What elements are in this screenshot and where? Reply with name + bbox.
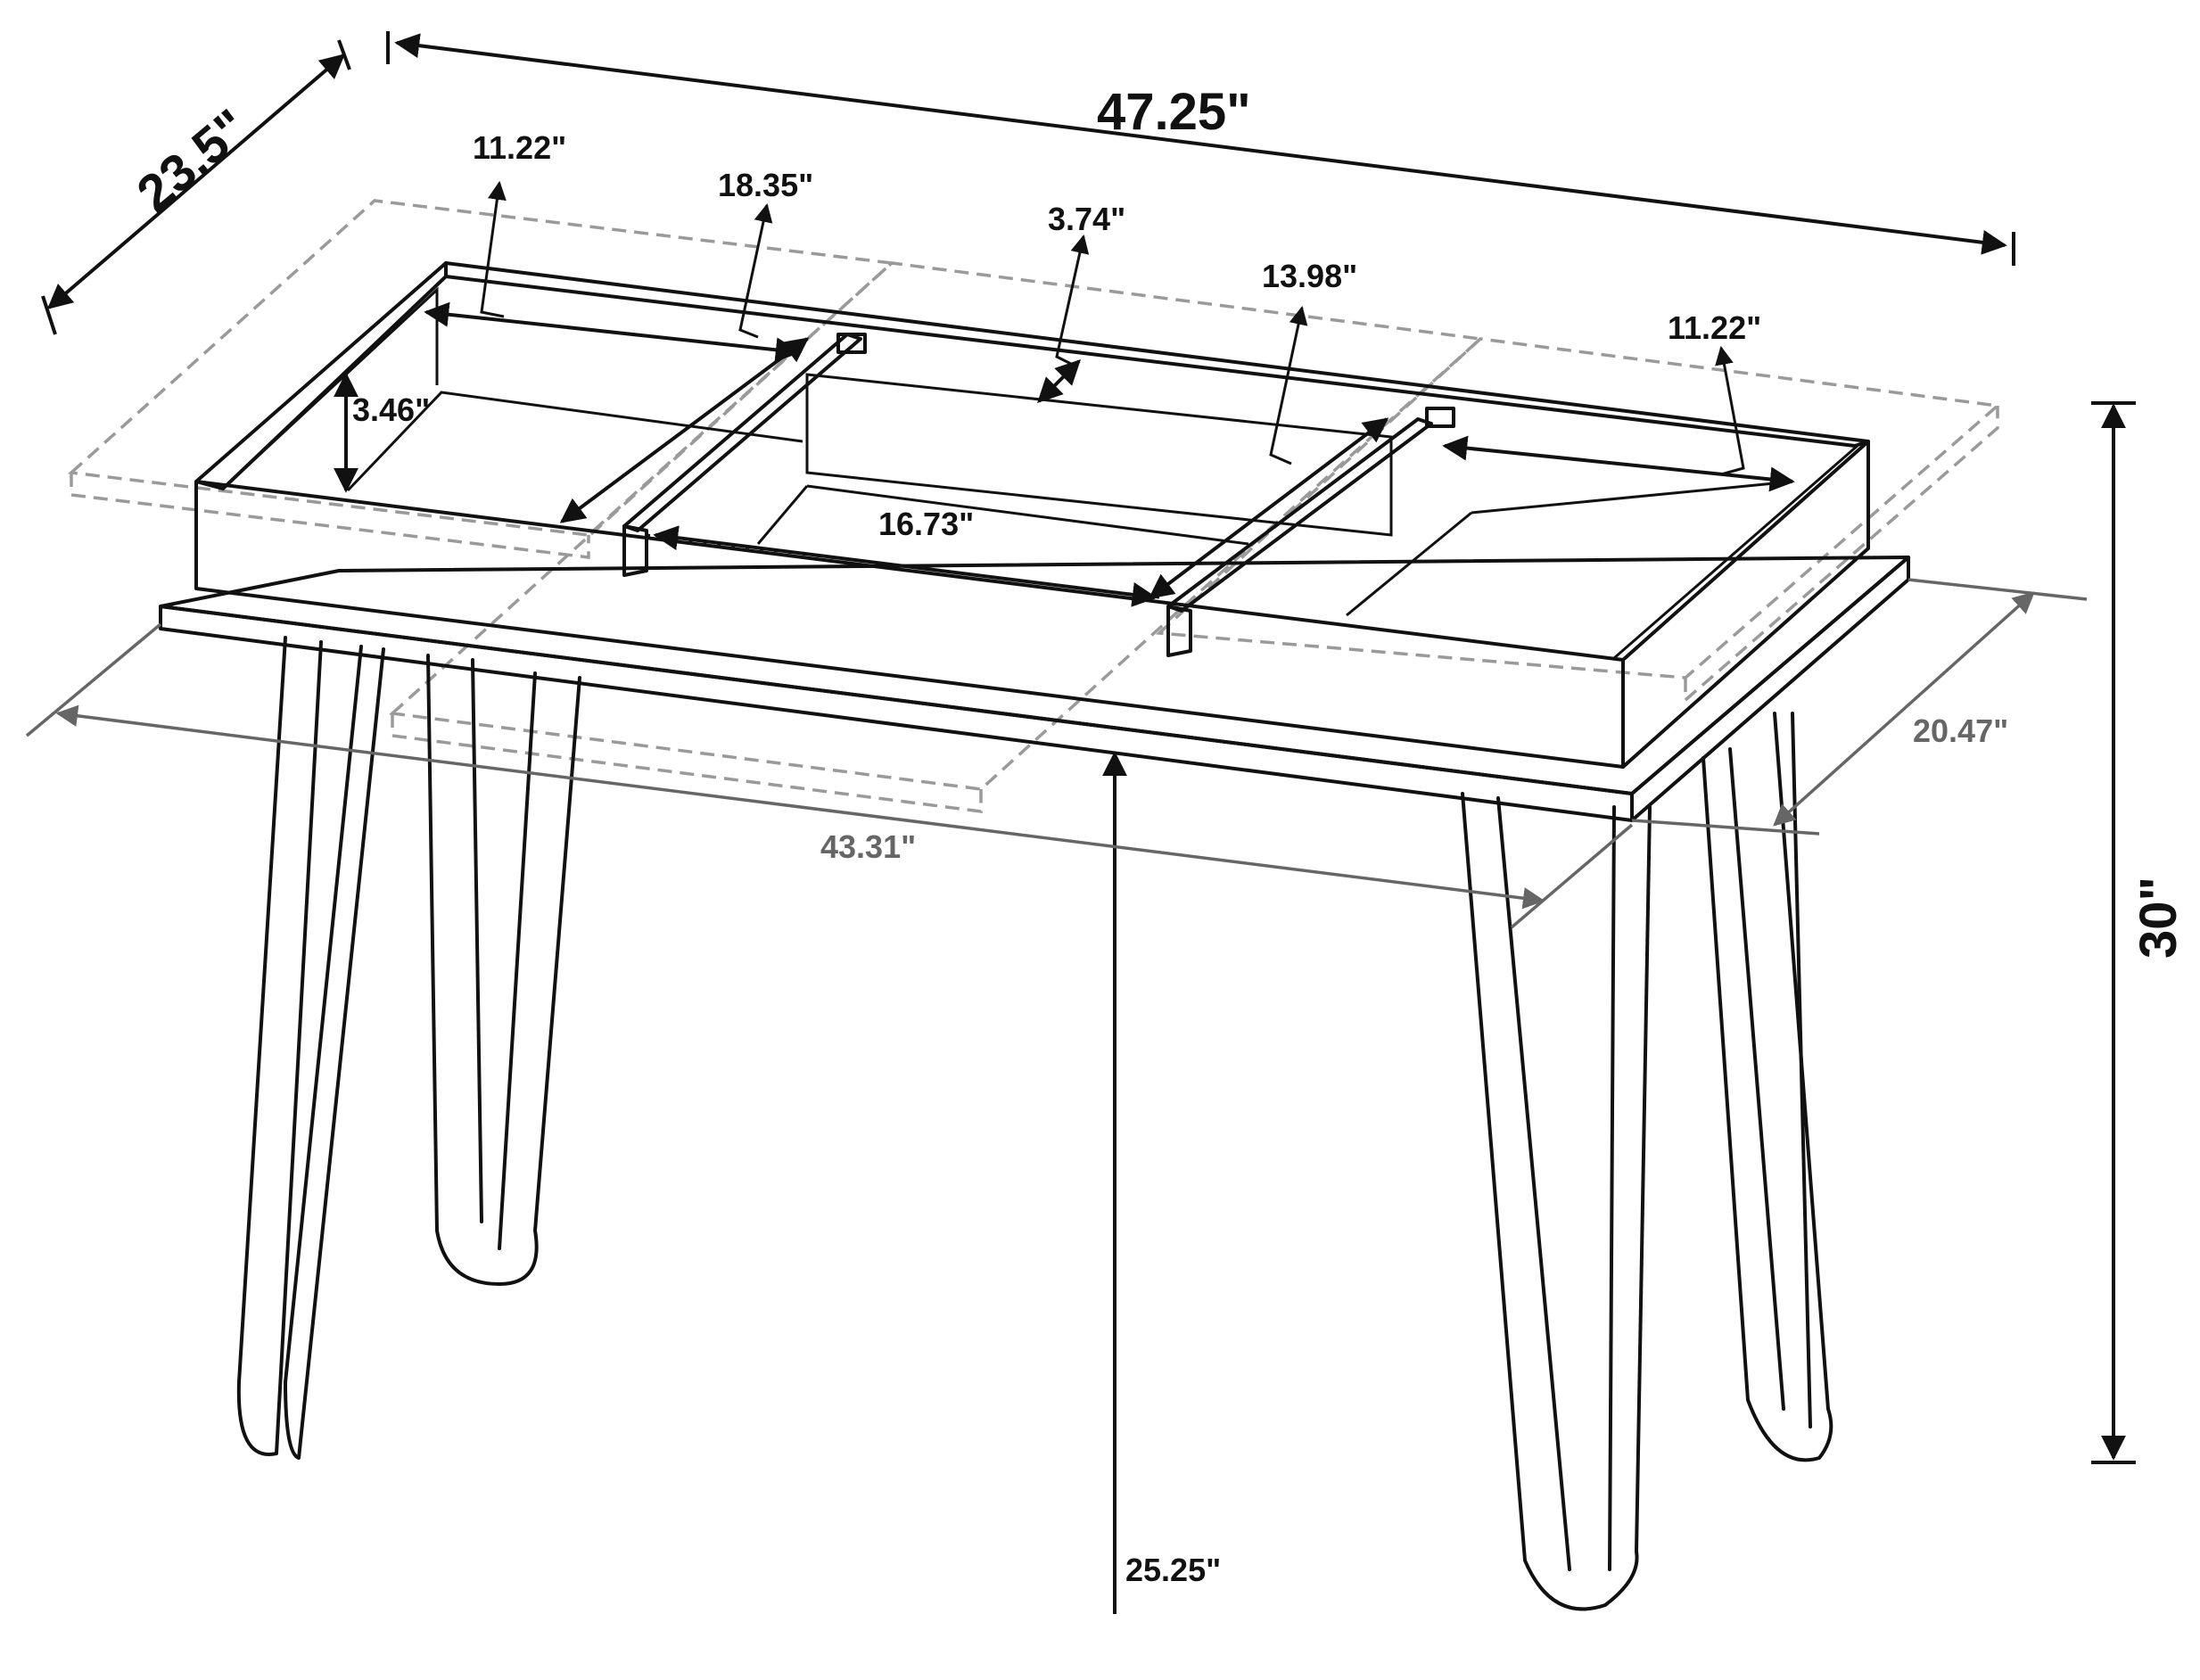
leg-front-left (236, 636, 323, 1456)
leg-front-left-inner (284, 645, 385, 1460)
dim-line-right-divider (1148, 417, 1389, 599)
tabletop (159, 556, 1910, 822)
leg-back-right (1701, 712, 1833, 1462)
leg-front-right (1461, 792, 1652, 1611)
lid-panels-dashed (67, 199, 2002, 813)
tabletop-front-face (159, 605, 1634, 822)
dim-line-right-compartment (1442, 435, 1795, 492)
center-inner-floor (756, 485, 809, 545)
tray-back-panel (444, 261, 1870, 448)
dim-line-back-panel (1037, 359, 1081, 403)
tray-inner-right-back (1471, 480, 1793, 515)
tabletop-right-face (1630, 556, 1910, 822)
lid-panel-center-bottom (391, 713, 983, 813)
dim-ext-inner-width-left (25, 622, 162, 737)
right-divider-slot (1166, 605, 1192, 657)
dim-ext-inner-width-right (1510, 823, 1634, 929)
label-back-panel: 3.74" (1048, 201, 1125, 237)
right-divider-top-clip (1425, 407, 1455, 428)
label-overall-height: 30" (2130, 877, 2188, 959)
tray-right-panel (1621, 440, 1870, 769)
dim-tick-depth-top (337, 39, 351, 70)
dimension-lines (25, 31, 2136, 1614)
dim-ext-inner-depth-bottom (1631, 819, 1820, 836)
center-inner-floor-back (806, 484, 1249, 546)
label-tray-height: 3.46" (352, 391, 430, 428)
dimension-labels: 47.25" 23.5" 30" 25.25" 43.31" 20.47" 11… (127, 83, 2188, 1588)
leg-back-left (426, 654, 581, 1286)
dim-line-overall-depth (46, 54, 346, 309)
leader-right-divider (1269, 305, 1308, 465)
dim-line-overall-width (394, 33, 2007, 255)
storage-tray (194, 261, 1870, 769)
label-leg-height: 25.25" (1125, 1552, 1221, 1588)
label-inner-width: 43.31" (820, 828, 916, 865)
dim-line-center-depth (559, 337, 810, 523)
label-left-compartment: 11.22" (473, 129, 566, 166)
label-inner-depth: 20.47" (1913, 712, 2008, 749)
lid-panel-left-bottom (70, 493, 590, 559)
label-overall-depth: 23.5" (127, 98, 260, 223)
dim-line-inner-width (55, 704, 1545, 910)
dim-ext-inner-depth-top (1907, 578, 2088, 601)
dim-line-inner-depth (1773, 591, 2035, 827)
leg-front-right-inner (1496, 796, 1616, 1571)
left-divider-slot (622, 524, 648, 577)
label-right-divider: 13.98" (1262, 258, 1357, 294)
leader-right-compartment (1715, 345, 1745, 476)
tray-inner-left-wall (221, 286, 439, 490)
leader-center-depth (738, 202, 773, 339)
tray-inner-right-floor (1346, 511, 1472, 617)
leader-left-compartment (480, 180, 507, 318)
hairpin-legs (236, 636, 1833, 1611)
left-divider-top-clip (836, 333, 867, 354)
lid-panel-right-bottom (1684, 406, 1999, 704)
label-center-width: 16.73" (878, 506, 974, 542)
leader-back-panel (1055, 234, 1090, 367)
dim-line-center-width (653, 525, 1158, 607)
label-center-depth: 18.35" (718, 167, 813, 203)
tray-left-panel (194, 261, 448, 490)
label-overall-width: 47.25" (1097, 83, 1251, 141)
dim-tick-depth-bottom (41, 295, 57, 335)
tray-inner-right-wall (1613, 442, 1860, 660)
label-right-compartment: 11.22" (1668, 309, 1761, 346)
